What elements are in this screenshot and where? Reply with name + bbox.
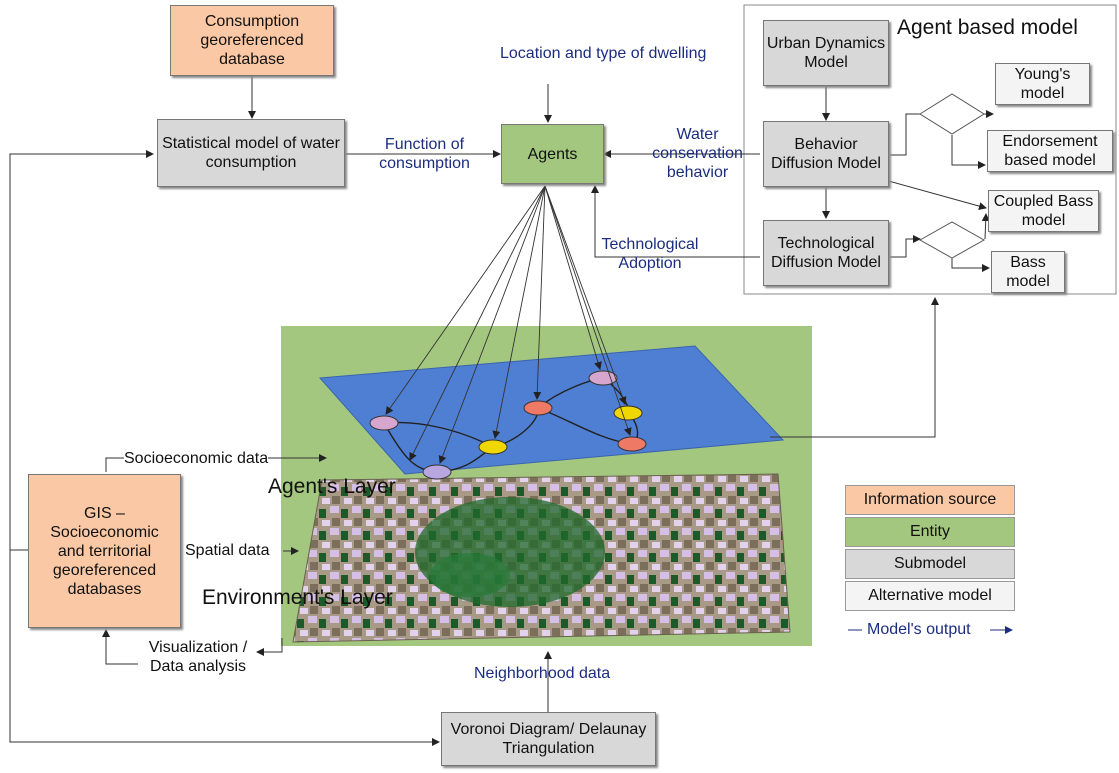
coupled-bass-label: Coupled Bass model	[993, 193, 1094, 229]
technological-adoption-label: Technological Adoption	[601, 236, 699, 272]
function-consumption-label: Function of consumption	[379, 136, 470, 172]
behavior-diamond	[919, 93, 985, 135]
agent-node	[613, 405, 643, 421]
urban-dynamics-box: Urban Dynamics Model	[763, 20, 889, 86]
location-dwelling-label: Location and type of dwelling	[500, 45, 707, 62]
behavior-diffusion-box: Behavior Diffusion Model	[763, 121, 889, 187]
behavior-diffusion-label: Behavior Diffusion Model	[771, 136, 881, 172]
environment-layer-label: Environment's Layer	[202, 586, 393, 609]
bass-model-label: Bass model	[1006, 254, 1050, 290]
endorsement-model-box: Endorsement based model	[987, 130, 1113, 172]
legend-information-source: Information source	[845, 485, 1015, 515]
flow-arrows	[9, 76, 994, 746]
technology-diamond	[918, 221, 986, 259]
agent-node	[369, 415, 399, 431]
endorsement-model-label: Endorsement based model	[1002, 133, 1098, 169]
legend-submodel: Submodel	[845, 549, 1015, 579]
socioeconomic-data-label: Socioeconomic data	[124, 449, 269, 468]
agent-nodes	[369, 370, 647, 480]
city-park-patch	[430, 553, 510, 597]
statistical-model-label: Statistical model of water consumption	[162, 135, 340, 171]
voronoi-label: Voronoi Diagram/ Delaunay Triangulation	[450, 721, 647, 757]
visualization-label: Visualization / Data analysis	[148, 639, 248, 675]
youngs-model-box: Young's model	[995, 63, 1090, 105]
legend-alternative-model: Alternative model	[845, 581, 1015, 611]
spatial-data-label: Spatial data	[185, 542, 270, 559]
youngs-model-label: Young's model	[1014, 66, 1071, 102]
legend-entity: Entity	[845, 517, 1015, 547]
technological-diffusion-label: Technological Diffusion Model	[771, 235, 881, 271]
agents-layer-label: Agent's Layer	[268, 475, 396, 498]
neighborhood-data-label: Neighborhood data	[474, 665, 611, 682]
voronoi-box: Voronoi Diagram/ Delaunay Triangulation	[441, 712, 656, 766]
agent-node	[523, 400, 553, 416]
agent-node	[478, 439, 508, 455]
legend-models-output: Model's output	[867, 621, 971, 638]
consumption-database-label: Consumption georeferenced database	[200, 13, 304, 68]
water-conservation-label: Water conservation behavior	[652, 126, 743, 181]
agents-label: Agents	[527, 145, 578, 163]
bass-model-box: Bass model	[991, 251, 1065, 293]
gis-box: GIS – Socioeconomic and territorial geor…	[28, 474, 181, 628]
urban-dynamics-label: Urban Dynamics Model	[766, 35, 886, 71]
coupled-bass-box: Coupled Bass model	[988, 190, 1099, 232]
agent-node	[422, 464, 452, 480]
technological-diffusion-box: Technological Diffusion Model	[763, 220, 889, 286]
consumption-database-box: Consumption georeferenced database	[170, 5, 334, 76]
gis-label: GIS – Socioeconomic and territorial geor…	[50, 504, 159, 598]
statistical-model-box: Statistical model of water consumption	[157, 119, 345, 187]
agents-to-nodes-lines	[385, 185, 632, 464]
agents-box: Agents	[501, 124, 604, 184]
agent-node	[588, 370, 618, 386]
agent-node	[617, 436, 647, 452]
agent-based-model-title: Agent based model	[897, 16, 1078, 39]
